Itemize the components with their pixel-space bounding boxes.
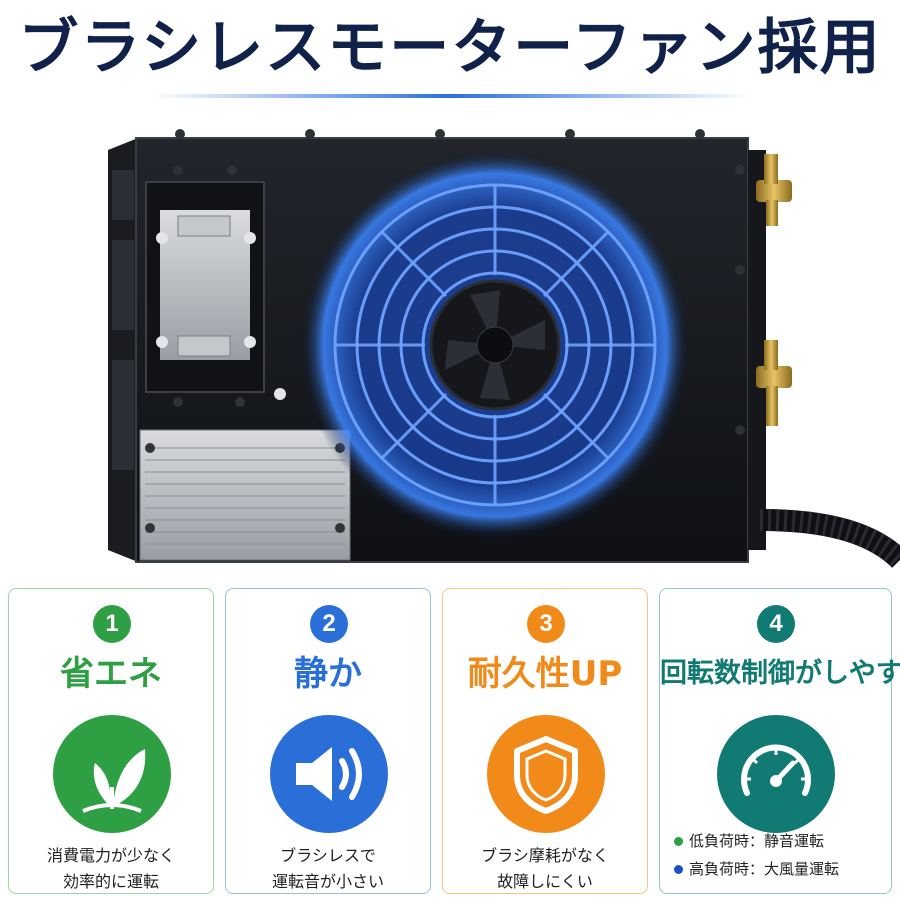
feature-number: 4 — [757, 605, 795, 643]
feature-title: 静か — [294, 654, 362, 694]
headline-underline — [150, 94, 750, 98]
shield-icon — [487, 715, 605, 833]
speaker-icon — [270, 715, 388, 833]
blue-dot-icon — [674, 865, 683, 874]
feature-title: 省エネ — [60, 654, 162, 694]
feature-cards: 1 省エネ 消費電力が少なく 効率的に運転 2 静か ブラシレスで — [8, 588, 900, 894]
feature-description: 消費電力が少なく 効率的に運転 — [9, 843, 213, 895]
feature-card-durability: 3 耐久性UP ブラシ摩耗がなく 故障しにくい — [442, 588, 648, 894]
feature-title: 耐久性UP — [467, 654, 623, 694]
feature-card-quiet: 2 静か ブラシレスで 運転音が小さい — [225, 588, 431, 894]
feature-description-line: 運転音が小さい — [271, 872, 384, 891]
feature-title: 回転数制御がしやすい — [660, 658, 900, 689]
speedometer-icon — [717, 715, 835, 833]
feature-number: 2 — [310, 605, 348, 643]
feature-card-energy-saving: 1 省エネ 消費電力が少なく 効率的に運転 — [8, 588, 214, 894]
feature-description: ブラシレスで 運転音が小さい — [226, 843, 430, 895]
feature-number: 1 — [93, 605, 131, 643]
leaf-icon — [53, 715, 171, 833]
bullet-high-load: 高負荷時：大風量運転 — [674, 857, 864, 881]
feature-card-speed-control: 4 回転数制御がしやすい 低負荷時：静音運転 高負荷時：大風量運転 — [659, 588, 900, 894]
feature-description-line: 効率的に運転 — [62, 872, 159, 891]
feature-description-line: 消費電力が少なく — [46, 846, 175, 865]
feature-description-line: ブラシレスで — [280, 846, 376, 865]
feature-description-line: 故障しにくい — [497, 872, 593, 891]
feature-description-line: ブラシ摩耗がなく — [481, 846, 609, 865]
bullet-text: 高負荷時：大風量運転 — [689, 860, 840, 878]
bullet-text: 低負荷時：静音運転 — [689, 832, 825, 850]
headline: ブラシレスモーターファン採用 — [18, 13, 882, 83]
product-image — [108, 129, 900, 569]
green-dot-icon — [674, 837, 683, 846]
feature-number: 3 — [527, 605, 565, 643]
bullet-low-load: 低負荷時：静音運転 — [674, 829, 864, 853]
feature-description: ブラシ摩耗がなく 故障しにくい — [443, 843, 647, 895]
